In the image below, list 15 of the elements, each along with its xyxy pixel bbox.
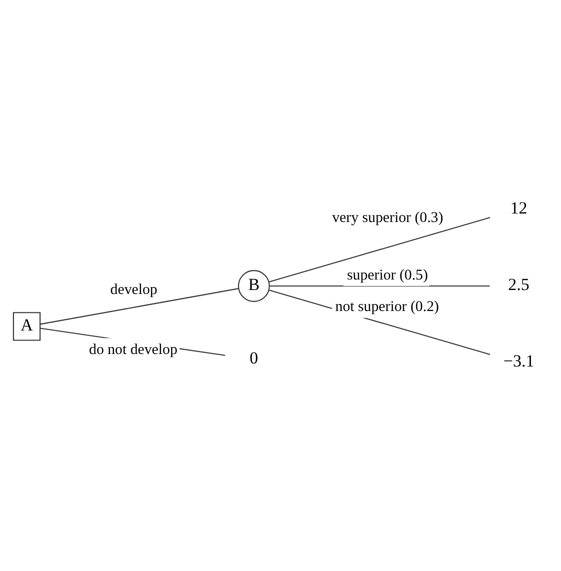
node-text: 12 xyxy=(510,198,528,217)
node-text: 0 xyxy=(250,348,258,367)
node-circle: B xyxy=(238,270,270,302)
connector xyxy=(269,284,490,286)
edge-label: not superior (0.2) xyxy=(335,298,439,315)
edge-label: develop xyxy=(110,282,158,298)
edge-label: very superior (0.3) xyxy=(332,209,444,226)
connector xyxy=(268,216,490,282)
node-text: −3.1 xyxy=(503,351,534,370)
edge-label: superior (0.5) xyxy=(346,266,428,283)
node-text: 2.5 xyxy=(508,274,530,294)
node-box: A xyxy=(12,312,41,340)
edge-label: do not develop xyxy=(89,341,178,358)
connector xyxy=(40,288,239,324)
connector xyxy=(268,289,490,355)
